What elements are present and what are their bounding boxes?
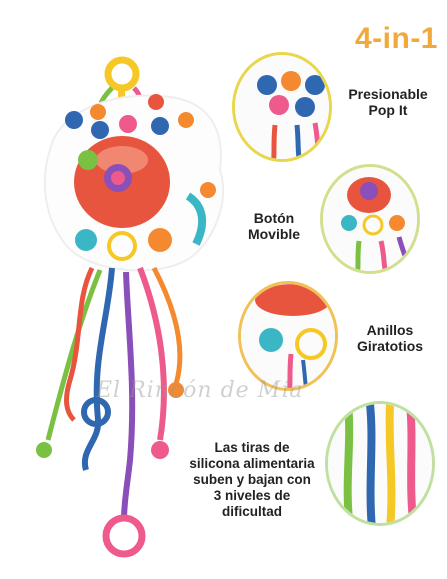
caption-pop-it-line1: Presionable bbox=[348, 86, 428, 102]
detail-pop-it-bubble bbox=[232, 52, 332, 162]
watermark: El Rincón de Mía bbox=[96, 378, 304, 403]
caption-strands: Las tiras de silicona alimentaria suben … bbox=[182, 440, 322, 520]
caption-strands-line5: dificultad bbox=[222, 504, 282, 519]
caption-button-line2: Movible bbox=[247, 226, 301, 242]
caption-rings-line1: Anillos bbox=[366, 322, 414, 338]
caption-pop-it: Presionable Pop It bbox=[336, 86, 440, 118]
detail-rings-bubble bbox=[238, 281, 338, 391]
caption-strands-line3: suben y bajan con bbox=[193, 472, 311, 487]
caption-strands-line4: 3 niveles de bbox=[213, 488, 291, 503]
caption-pop-it-line2: Pop It bbox=[368, 102, 408, 118]
caption-strands-line2: silicona alimentaria bbox=[189, 456, 315, 471]
caption-rings: Anillos Giratotios bbox=[340, 322, 440, 354]
caption-rings-line2: Giratotios bbox=[356, 338, 424, 354]
caption-button-line1: Botón bbox=[253, 210, 295, 226]
caption-button: Botón Movible bbox=[232, 210, 316, 242]
detail-button-bubble bbox=[320, 164, 420, 274]
caption-strands-line1: Las tiras de bbox=[214, 440, 290, 455]
detail-strands-bubble bbox=[325, 401, 435, 526]
headline-4-in-1: 4-in-1 bbox=[354, 22, 438, 55]
